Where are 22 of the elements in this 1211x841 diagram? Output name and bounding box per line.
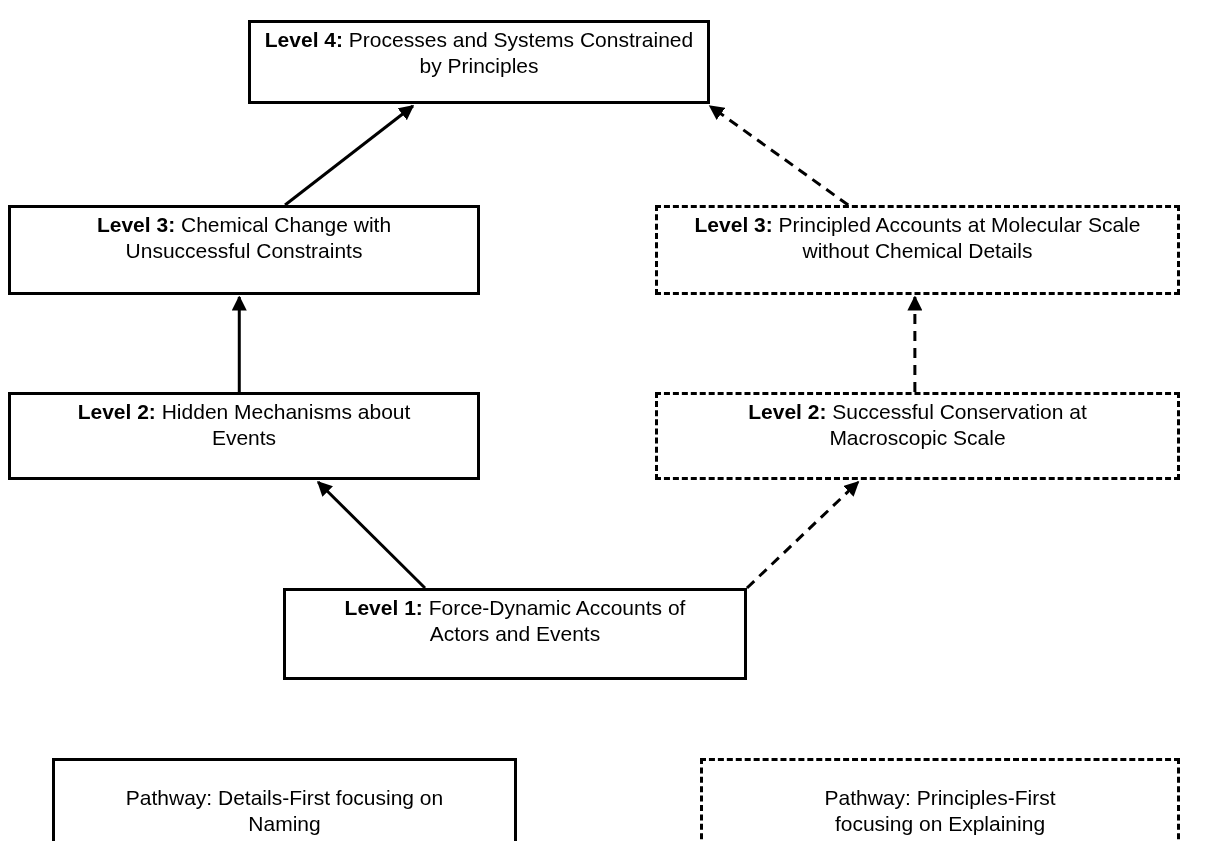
arrow [708,104,850,207]
arrow [907,295,923,392]
level-box [52,758,517,841]
level-box [8,205,480,295]
arrow [231,295,247,392]
level-box [248,20,710,104]
level-box [8,392,480,480]
arrow [284,104,415,207]
level-box [655,392,1180,480]
box-text: Level 3: Chemical Change with Unsuccessful Constraints [95,212,393,264]
box-text: Level 2: Hidden Mechanisms about Events [76,399,412,451]
level-box [700,758,1180,841]
box-text: Pathway: Principles-First focusing on Explaining [823,785,1057,837]
arrow [745,480,860,590]
arrow [317,480,427,590]
box-text: Pathway: Details-First focusing on Naming [124,785,445,837]
box-text: Level 1: Force-Dynamic Accounts of Actors and Events [343,595,687,647]
box-text: Level 3: Principled Accounts at Molecular Scale without Chemical Details [693,212,1142,264]
level-box [283,588,747,680]
box-text: Level 2: Successful Conservation at Macroscopic Scale [747,399,1088,451]
box-text: Level 4: Processes and Systems Constrained by Principles [263,27,695,79]
level-box [655,205,1180,295]
